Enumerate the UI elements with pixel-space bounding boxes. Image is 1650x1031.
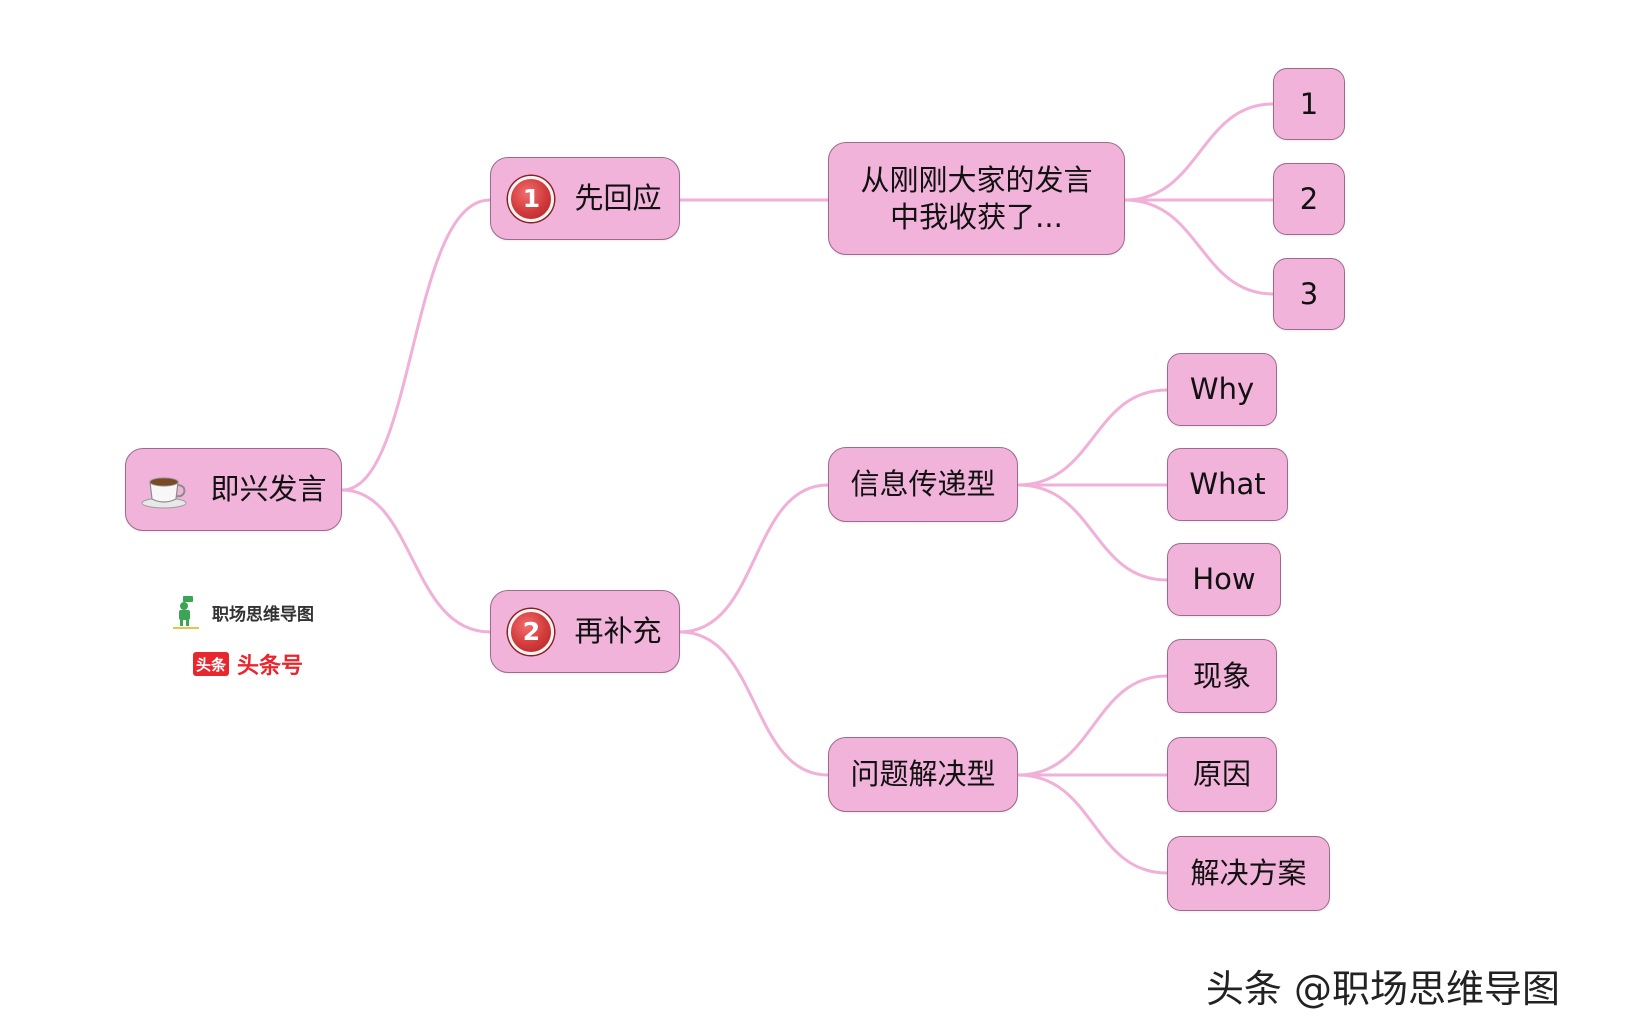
coffee-cup-icon: [141, 477, 187, 508]
connector-supplement-info: [678, 483, 830, 634]
info-item-label: What: [1189, 467, 1266, 502]
branch-supplement-label: 再补充: [574, 614, 662, 649]
respond-point-node[interactable]: 2: [1273, 163, 1345, 235]
info-type-label: 信息传递型: [850, 467, 996, 502]
problem-type-label: 问题解决型: [850, 757, 996, 792]
respond-point-label: 3: [1299, 276, 1319, 311]
connector-problem-solution: [1016, 773, 1169, 875]
respond-point-label: 2: [1299, 181, 1319, 216]
brand-watermark: 职场思维导图: [172, 595, 332, 629]
priority-1-badge: 1: [508, 175, 555, 222]
priority-2-badge: 2: [508, 608, 555, 655]
info-type-node[interactable]: 信息传递型: [828, 447, 1018, 522]
connector-info-why: [1016, 388, 1169, 487]
problem-item-solution-node[interactable]: 解决方案: [1167, 836, 1330, 911]
brand-figure-icon: [173, 596, 199, 629]
connector-root-supplement: [340, 488, 492, 634]
branch-respond-node[interactable]: 1 先回应: [490, 157, 680, 240]
info-item-label: How: [1192, 562, 1256, 597]
connector-info-how: [1016, 483, 1169, 582]
info-item-how-node[interactable]: How: [1167, 543, 1281, 616]
toutiao-watermark: 头条 头条号: [193, 648, 303, 680]
respond-point-node[interactable]: 1: [1273, 68, 1345, 140]
connector-problem-phenomenon: [1016, 674, 1169, 777]
respond-point-node[interactable]: 3: [1273, 258, 1345, 330]
info-item-why-node[interactable]: Why: [1167, 353, 1277, 426]
branch-supplement-node[interactable]: 2 再补充: [490, 590, 680, 673]
problem-item-label: 现象: [1192, 658, 1251, 693]
root-label: 即兴发言: [210, 472, 327, 507]
toutiao-logo-icon: 头条: [193, 652, 229, 676]
respond-point-label: 1: [1299, 86, 1319, 121]
branch-respond-label: 先回应: [574, 181, 662, 216]
brand-watermark-text: 职场思维导图: [212, 604, 314, 625]
problem-item-phenomenon-node[interactable]: 现象: [1167, 639, 1277, 713]
connector-detail-point-1: [1123, 102, 1275, 202]
problem-type-node[interactable]: 问题解决型: [828, 737, 1018, 812]
problem-item-label: 解决方案: [1190, 856, 1307, 891]
info-item-label: Why: [1189, 372, 1255, 407]
connector-supplement-problem: [678, 630, 830, 777]
info-item-what-node[interactable]: What: [1167, 448, 1288, 521]
footer-watermark: 头条 @职场思维导图: [1205, 967, 1560, 1011]
connector-detail-point-3: [1123, 198, 1275, 296]
root-node[interactable]: 即兴发言: [125, 448, 342, 531]
connector-root-respond: [340, 198, 492, 492]
problem-item-cause-node[interactable]: 原因: [1167, 737, 1277, 812]
respond-detail-label: 从刚刚大家的发言中我收获了...: [860, 163, 1093, 234]
respond-detail-node[interactable]: 从刚刚大家的发言中我收获了...: [828, 142, 1125, 255]
problem-item-label: 原因: [1192, 757, 1251, 792]
toutiao-watermark-text: 头条号: [237, 654, 304, 679]
